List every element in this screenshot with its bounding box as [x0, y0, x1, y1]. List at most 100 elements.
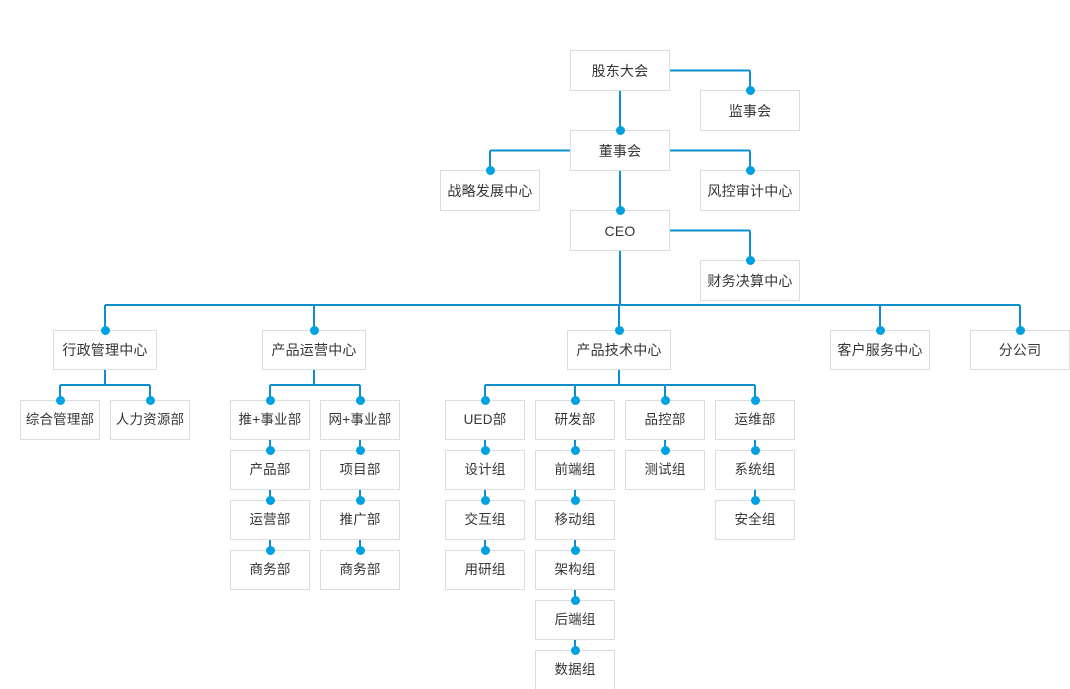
org-node-general[interactable]: 综合管理部: [20, 400, 100, 440]
edge-mobile_group-to-arch_group-dot: [570, 545, 580, 555]
org-node-label: 人力资源部: [115, 412, 185, 428]
edge-ceo-to-prodtech-dot: [614, 325, 624, 335]
org-node-label: 系统组: [734, 462, 776, 478]
edge-prodtech-to-ued-dot: [480, 395, 490, 405]
org-node-ued[interactable]: UED部: [445, 400, 525, 440]
org-node-product_dept[interactable]: 产品部: [230, 450, 310, 490]
org-node-data_group[interactable]: 数据组: [535, 650, 615, 689]
org-node-backend_group[interactable]: 后端组: [535, 600, 615, 640]
org-node-interact_group[interactable]: 交互组: [445, 500, 525, 540]
org-node-qa_dept[interactable]: 品控部: [625, 400, 705, 440]
org-node-biz_dept_a[interactable]: 商务部: [230, 550, 310, 590]
edge-ops_dept-to-biz_dept_a-dot: [265, 545, 275, 555]
org-node-label: 网+事业部: [328, 412, 392, 428]
org-node-label: 研发部: [554, 412, 596, 428]
edge-system_group-to-security_group-dot: [750, 495, 760, 505]
org-node-biz_dept_b[interactable]: 商务部: [320, 550, 400, 590]
org-node-strategy[interactable]: 战略发展中心: [440, 170, 540, 211]
org-node-label: 综合管理部: [25, 412, 95, 428]
edge-ceo-to-finance-dot: [745, 255, 755, 265]
edge-backend_group-to-data_group-dot: [570, 645, 580, 655]
edge-shareholders-to-supervisors-dot: [745, 85, 755, 95]
edge-ceo-to-custservice-dot: [875, 325, 885, 335]
org-node-label: 推+事业部: [238, 412, 302, 428]
org-node-admin[interactable]: 行政管理中心: [53, 330, 157, 370]
org-node-label: CEO: [604, 222, 636, 239]
org-node-label: 行政管理中心: [62, 342, 148, 358]
org-node-research_group[interactable]: 用研组: [445, 550, 525, 590]
org-node-ops_tech[interactable]: 运维部: [715, 400, 795, 440]
edge-admin-to-general-dot: [55, 395, 65, 405]
org-node-wangbu[interactable]: 网+事业部: [320, 400, 400, 440]
org-node-prodops[interactable]: 产品运营中心: [262, 330, 366, 370]
edge-ceo-to-admin-dot: [100, 325, 110, 335]
org-node-label: 后端组: [554, 612, 596, 628]
org-node-label: 运营部: [249, 512, 291, 528]
edge-tuibu-to-product_dept-dot: [265, 445, 275, 455]
org-node-label: 分公司: [998, 342, 1042, 358]
org-node-label: 推广部: [339, 512, 381, 528]
org-node-label: 董事会: [598, 142, 642, 159]
org-node-label: 测试组: [644, 462, 686, 478]
org-node-riskaudit[interactable]: 风控审计中心: [700, 170, 800, 211]
org-node-ops_dept[interactable]: 运营部: [230, 500, 310, 540]
edge-qa_dept-to-test_group-dot: [660, 445, 670, 455]
org-node-design_group[interactable]: 设计组: [445, 450, 525, 490]
edge-ceo-to-branch-dot: [1015, 325, 1025, 335]
edge-prodops-to-wangbu-dot: [355, 395, 365, 405]
edge-design_group-to-interact_group-dot: [480, 495, 490, 505]
edge-arch_group-to-backend_group-dot: [570, 595, 580, 605]
org-node-label: 财务决算中心: [707, 272, 793, 289]
edge-ceo-to-prodops-dot: [309, 325, 319, 335]
org-node-ceo[interactable]: CEO: [570, 210, 670, 251]
org-node-tuibu[interactable]: 推+事业部: [230, 400, 310, 440]
org-node-project_dept[interactable]: 项目部: [320, 450, 400, 490]
org-node-label: 商务部: [339, 562, 381, 578]
edge-promo_dept-to-biz_dept_b-dot: [355, 545, 365, 555]
org-node-shareholders[interactable]: 股东大会: [570, 50, 670, 91]
org-node-label: 移动组: [554, 512, 596, 528]
org-node-label: 交互组: [464, 512, 506, 528]
org-node-frontend_group[interactable]: 前端组: [535, 450, 615, 490]
edge-ued-to-design_group-dot: [480, 445, 490, 455]
org-node-board[interactable]: 董事会: [570, 130, 670, 171]
org-node-label: 商务部: [249, 562, 291, 578]
org-node-system_group[interactable]: 系统组: [715, 450, 795, 490]
org-node-label: 产品部: [249, 462, 291, 478]
edge-prodtech-to-ops_tech-dot: [750, 395, 760, 405]
org-node-prodtech[interactable]: 产品技术中心: [567, 330, 671, 370]
edge-product_dept-to-ops_dept-dot: [265, 495, 275, 505]
org-node-label: 前端组: [554, 462, 596, 478]
org-node-rnd[interactable]: 研发部: [535, 400, 615, 440]
org-node-label: 客户服务中心: [837, 342, 923, 358]
org-node-label: 监事会: [728, 102, 772, 119]
org-node-label: UED部: [463, 412, 507, 428]
org-node-label: 战略发展中心: [447, 182, 533, 199]
org-node-finance[interactable]: 财务决算中心: [700, 260, 800, 301]
edge-admin-to-hr-dot: [145, 395, 155, 405]
org-node-security_group[interactable]: 安全组: [715, 500, 795, 540]
org-node-label: 项目部: [339, 462, 381, 478]
edge-board-to-riskaudit-dot: [745, 165, 755, 175]
edge-project_dept-to-promo_dept-dot: [355, 495, 365, 505]
org-node-promo_dept[interactable]: 推广部: [320, 500, 400, 540]
edge-prodtech-to-qa_dept-dot: [660, 395, 670, 405]
org-node-arch_group[interactable]: 架构组: [535, 550, 615, 590]
edge-prodops-to-tuibu-dot: [265, 395, 275, 405]
org-node-mobile_group[interactable]: 移动组: [535, 500, 615, 540]
org-node-label: 产品技术中心: [576, 342, 662, 358]
org-node-label: 风控审计中心: [707, 182, 793, 199]
org-node-supervisors[interactable]: 监事会: [700, 90, 800, 131]
edge-frontend_group-to-mobile_group-dot: [570, 495, 580, 505]
org-node-hr[interactable]: 人力资源部: [110, 400, 190, 440]
edge-rnd-to-frontend_group-dot: [570, 445, 580, 455]
org-node-label: 产品运营中心: [271, 342, 357, 358]
org-node-label: 运维部: [734, 412, 776, 428]
org-node-label: 数据组: [554, 662, 596, 678]
org-node-test_group[interactable]: 测试组: [625, 450, 705, 490]
org-node-custservice[interactable]: 客户服务中心: [830, 330, 930, 370]
edge-wangbu-to-project_dept-dot: [355, 445, 365, 455]
edge-ops_tech-to-system_group-dot: [750, 445, 760, 455]
org-node-branch[interactable]: 分公司: [970, 330, 1070, 370]
